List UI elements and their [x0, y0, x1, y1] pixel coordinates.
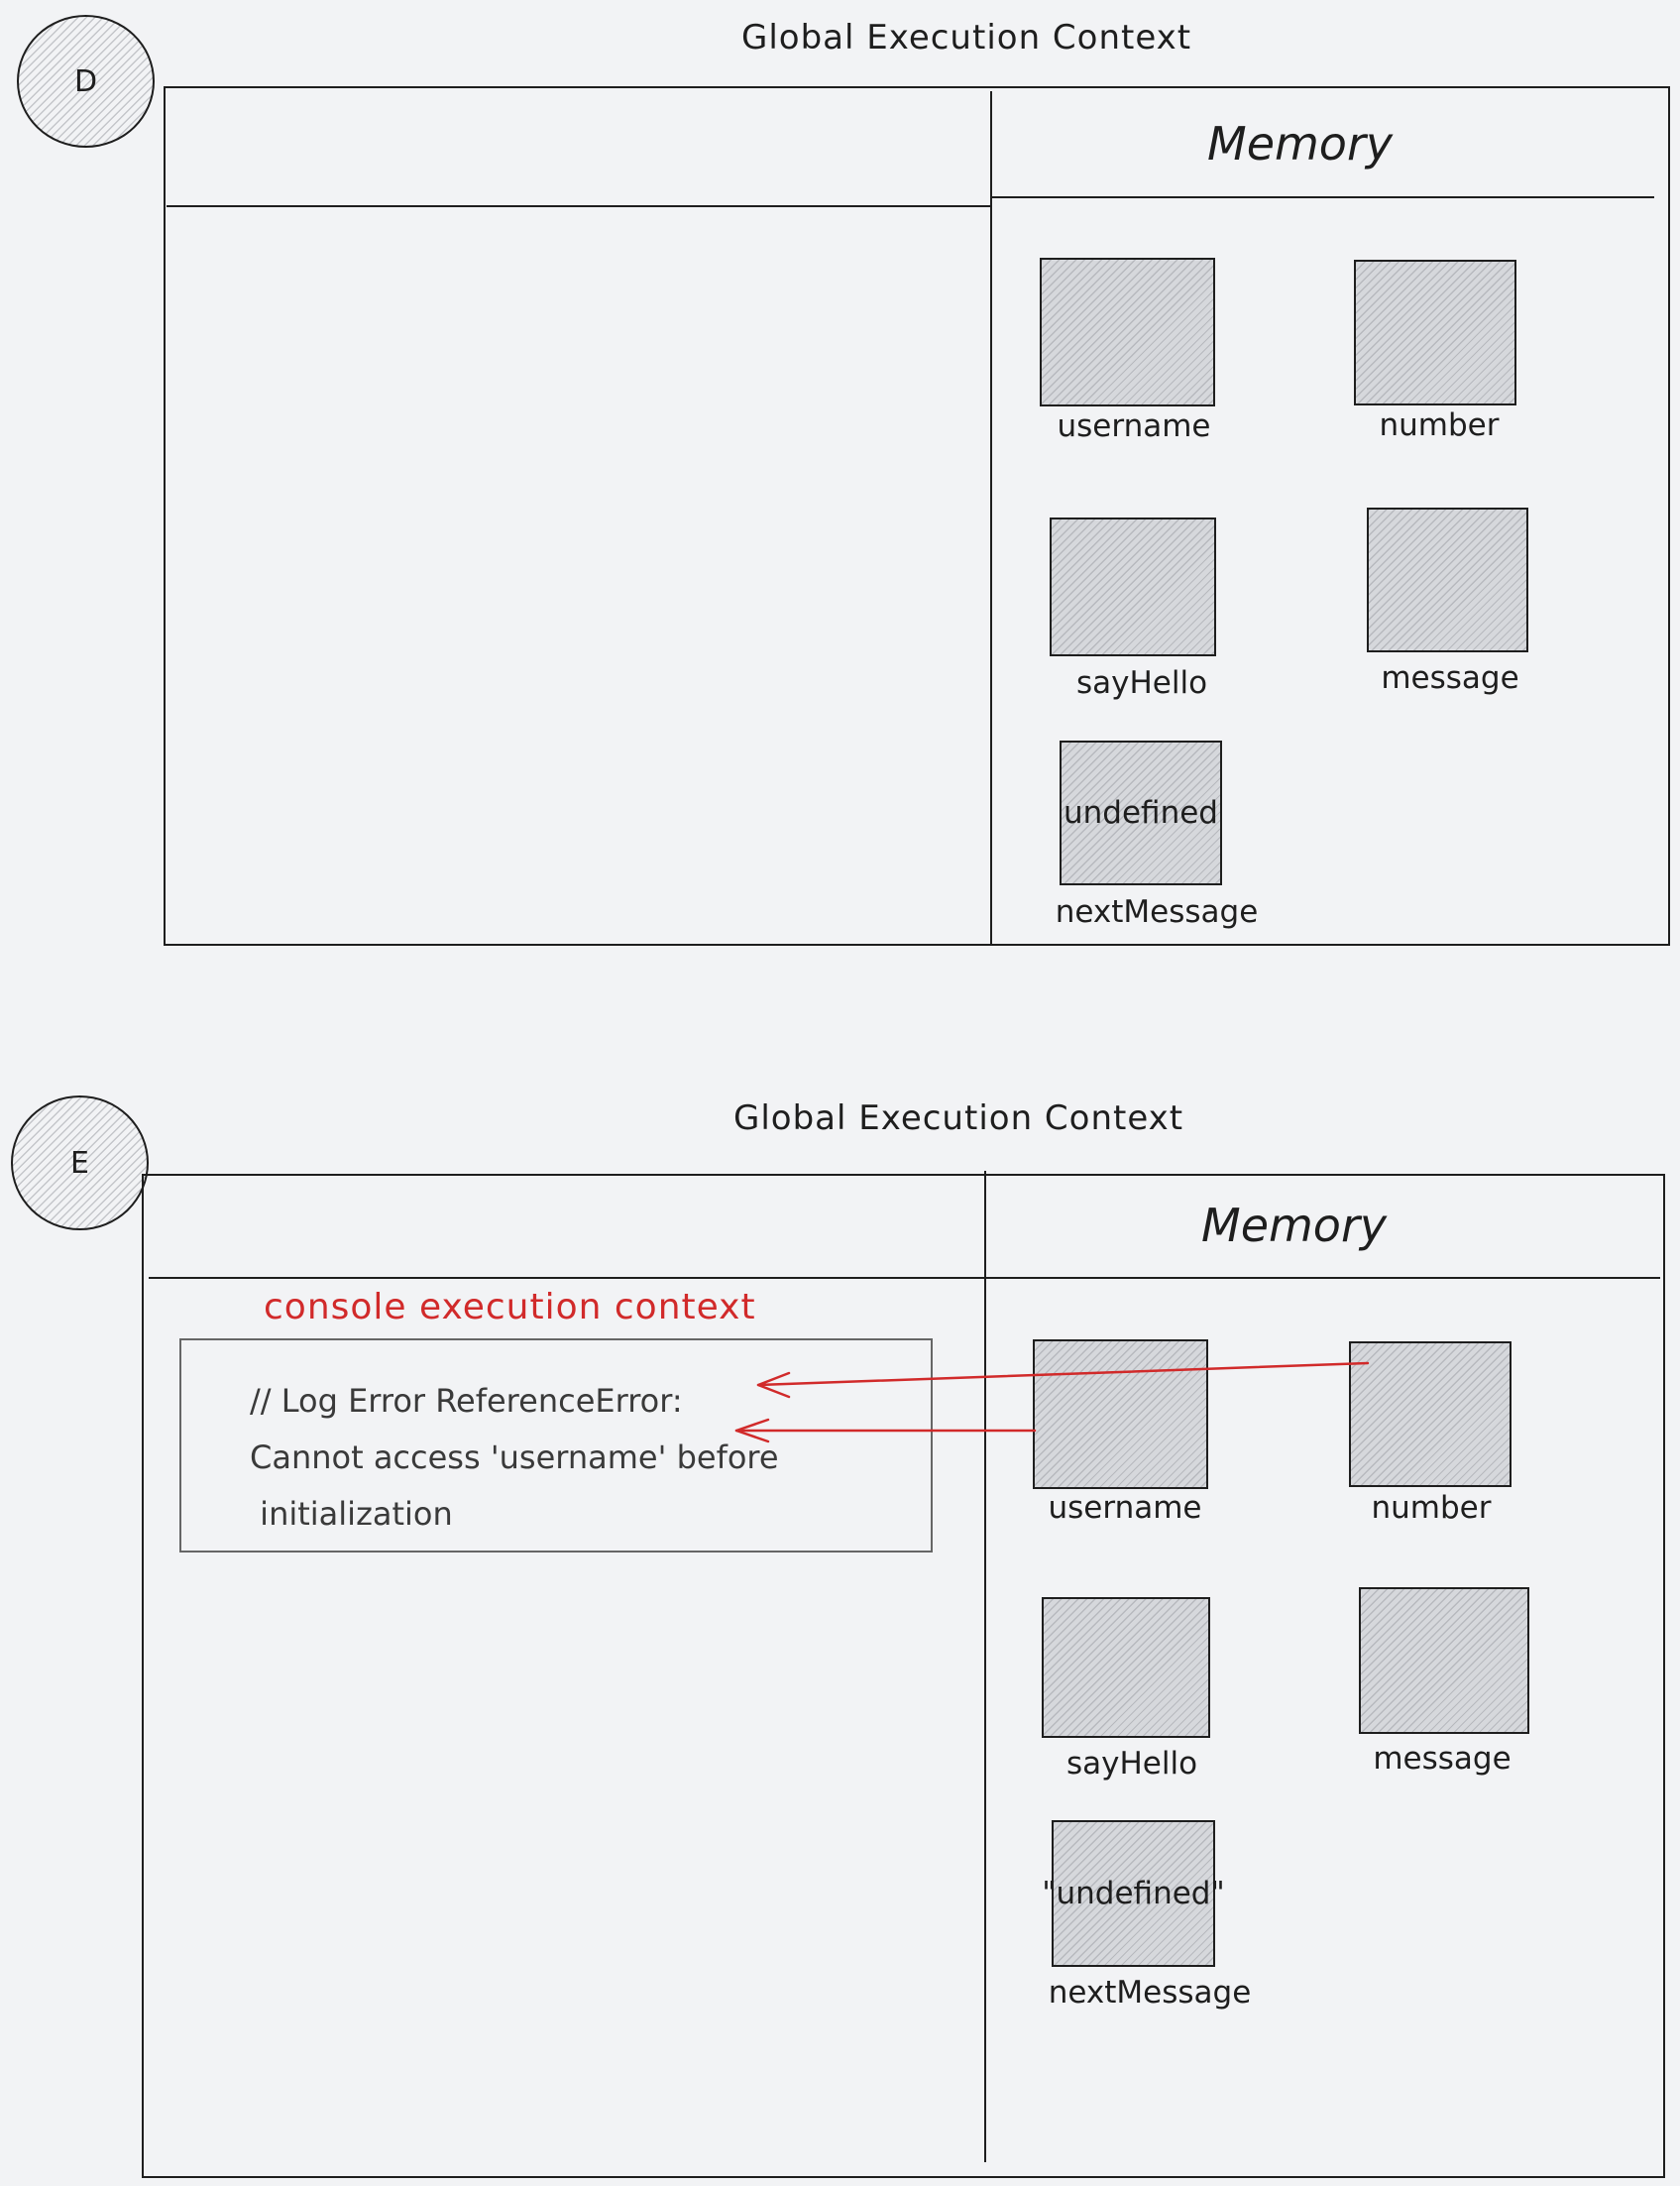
thread-header-line [149, 1277, 984, 1279]
memory-slot-sayhello [1042, 1597, 1210, 1738]
global-execution-context-frame [164, 86, 1670, 946]
console-log-line: initialization [250, 1495, 453, 1533]
memory-header-line [984, 1277, 1660, 1279]
step-badge-label: E [70, 1145, 89, 1181]
memory-slot-number [1354, 260, 1516, 405]
memory-slot-number [1349, 1341, 1512, 1487]
memory-slot-username [1040, 258, 1215, 406]
memory-slot-label: message [1373, 1741, 1512, 1777]
memory-slot-label: number [1379, 407, 1500, 443]
memory-slot-value: undefined [1064, 795, 1218, 831]
memory-slot-label: nextMessage [1048, 1975, 1252, 2011]
console-context-box [179, 1338, 933, 1553]
memory-slot-label: username [1048, 1490, 1202, 1526]
arrowhead [734, 1418, 770, 1443]
memory-slot-label: username [1057, 408, 1211, 444]
memory-slot-sayhello [1050, 518, 1216, 656]
memory-title: Memory [1201, 1199, 1388, 1252]
console-log-line: // Log Error ReferenceError: [250, 1382, 683, 1420]
memory-slot-username [1033, 1339, 1208, 1489]
console-context-label: console execution context [264, 1287, 756, 1327]
memory-slot-nextmessage: "undefined" [1042, 1820, 1225, 1967]
memory-slot-value: "undefined" [1042, 1876, 1225, 1911]
arrowhead [756, 1371, 791, 1399]
context-divider [984, 1171, 986, 2162]
memory-slot-message [1359, 1587, 1529, 1734]
memory-slot-message [1367, 508, 1528, 652]
memory-header-line [990, 196, 1654, 198]
memory-slot-label: number [1371, 1490, 1492, 1526]
panel-title: Global Execution Context [733, 1098, 1184, 1138]
memory-slot-label: nextMessage [1055, 894, 1259, 930]
thread-header-line [167, 205, 990, 207]
global-execution-context-frame [142, 1174, 1665, 2178]
step-badge-d: D [17, 15, 155, 148]
console-log-line: Cannot access 'username' before [250, 1438, 779, 1476]
memory-slot-label: sayHello [1065, 1746, 1198, 1782]
memory-slot-nextmessage: undefined [1060, 741, 1222, 885]
memory-title: Memory [1207, 117, 1394, 171]
step-badge-e: E [11, 1095, 149, 1230]
memory-slot-label: message [1381, 660, 1519, 696]
step-badge-label: D [73, 63, 98, 99]
panel-title: Global Execution Context [741, 18, 1192, 58]
memory-slot-label: sayHello [1075, 665, 1208, 701]
arrow-number-to-console [756, 1361, 1370, 1387]
context-divider [990, 91, 992, 946]
